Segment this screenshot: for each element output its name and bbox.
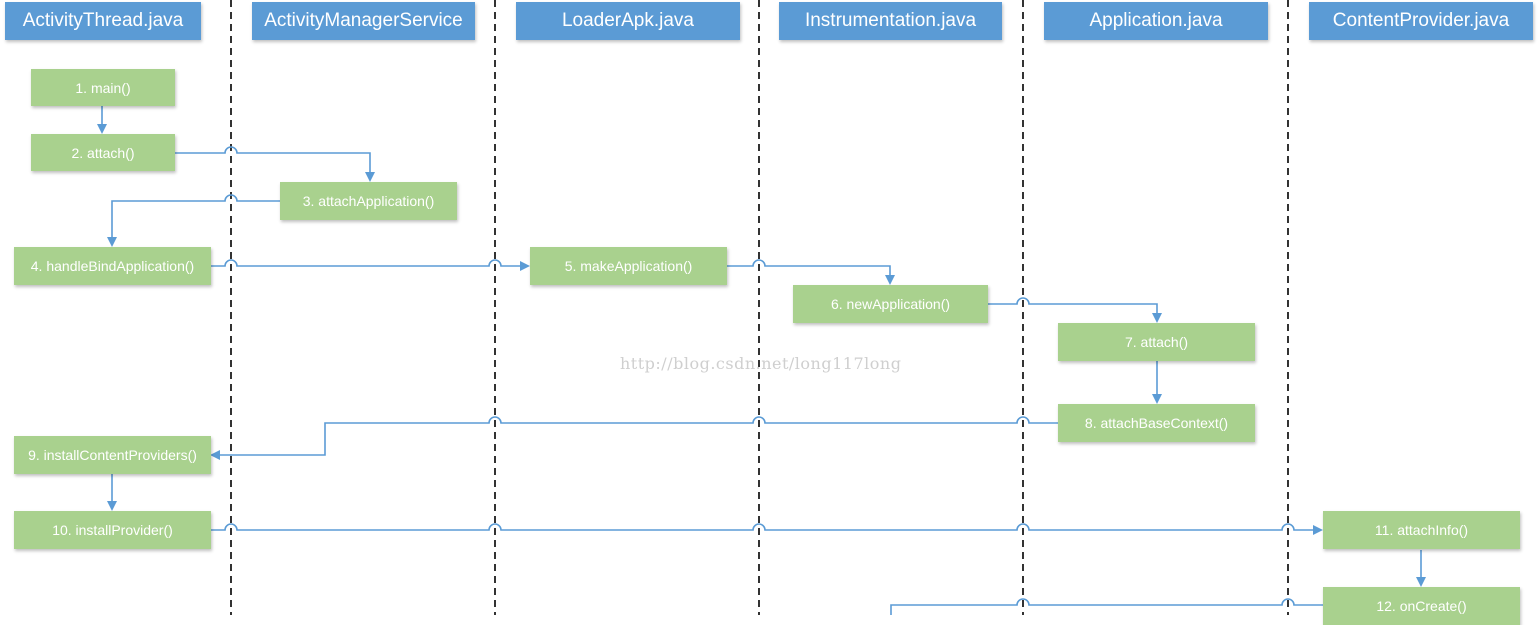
watermark-text: http://blog.csdn.net/long117long (620, 354, 902, 373)
step-installProvider: 10. installProvider() (14, 511, 211, 549)
step-main: 1. main() (31, 69, 175, 106)
column-header-contentprovider: ContentProvider.java (1309, 2, 1533, 40)
step-attachApplication: 3. attachApplication() (280, 182, 457, 220)
arrow-newApplication-to-attach (988, 297, 1162, 323)
arrow-makeApplication-to-newApplication (727, 259, 895, 285)
column-header-application: Application.java (1044, 2, 1268, 40)
step-attach: 2. attach() (31, 134, 175, 171)
step-attachInfo: 11. attachInfo() (1323, 511, 1520, 549)
column-header-instrumentation: Instrumentation.java (779, 2, 1002, 40)
arrow-onCreate-out (890, 598, 1323, 615)
column-header-activitythread: ActivityThread.java (5, 2, 201, 40)
step-makeApplication: 5. makeApplication() (530, 247, 727, 285)
step-onCreate: 12. onCreate() (1323, 587, 1520, 625)
step-attachBaseContext: 8. attachBaseContext() (1058, 404, 1255, 442)
step-installContentProviders: 9. installContentProviders() (14, 436, 211, 474)
arrow-attach-to-attachApplication (175, 146, 375, 182)
step-newApplication: 6. newApplication() (793, 285, 988, 323)
step-application-attach: 7. attach() (1058, 323, 1255, 361)
arrow-attachBaseContext-to-installContentProviders (210, 416, 1058, 460)
step-handleBindApplication: 4. handleBindApplication() (14, 247, 211, 285)
arrow-handleBind-to-makeApplication (211, 259, 530, 271)
arrow-attachApplication-to-handleBindApplication (107, 194, 280, 247)
lifelines (230, 0, 1289, 615)
column-header-activitymanagerservice: ActivityManagerService (252, 2, 475, 40)
arrow-installProvider-to-attachInfo (211, 523, 1323, 535)
column-header-loaderapk: LoaderApk.java (516, 2, 740, 40)
